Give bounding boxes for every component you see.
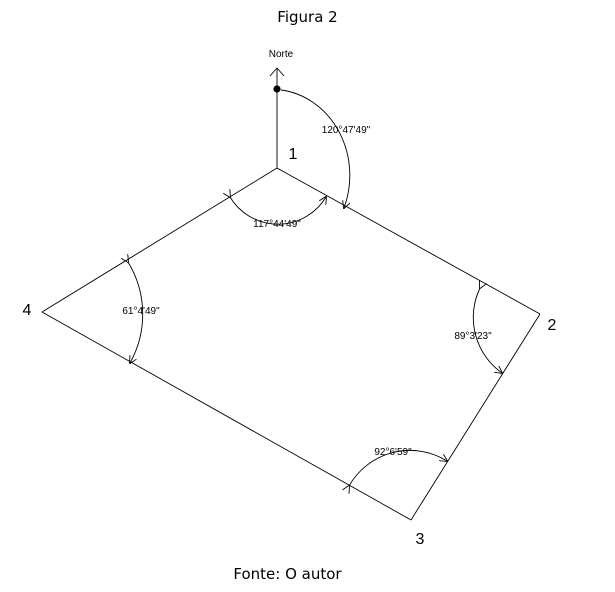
side-2-3	[410, 313, 541, 521]
vertex-label-4: 4	[23, 302, 32, 319]
angle-arc-v2	[472, 288, 502, 373]
azimuth-angle-label: 120°47'49"	[322, 125, 371, 136]
angle-arc-v1	[230, 197, 326, 225]
north-arrow-icon	[269, 67, 285, 77]
side-3-4	[41, 311, 412, 521]
angle-arc-v3	[349, 449, 447, 486]
angle-label-v4: 61°4'49"	[122, 306, 160, 317]
angle-arc-v4	[128, 262, 144, 363]
angle-label-v1: 117°44'49"	[253, 219, 301, 230]
figure-source: Fonte: O autor	[233, 565, 342, 583]
vertex-label-2: 2	[548, 317, 557, 334]
side-4-1	[41, 167, 278, 313]
angle-label-v3: 92°6'59"	[374, 447, 412, 458]
figure-title: Figura 2	[277, 8, 338, 26]
side-1-2	[276, 167, 541, 315]
angle-label-v2: 89°3'23"	[454, 331, 492, 342]
north-point	[273, 85, 281, 93]
azimuth-arc	[280, 89, 351, 208]
vertex-label-3: 3	[416, 531, 425, 548]
north-label: Norte	[269, 49, 294, 60]
vertex-label-1: 1	[289, 146, 298, 163]
